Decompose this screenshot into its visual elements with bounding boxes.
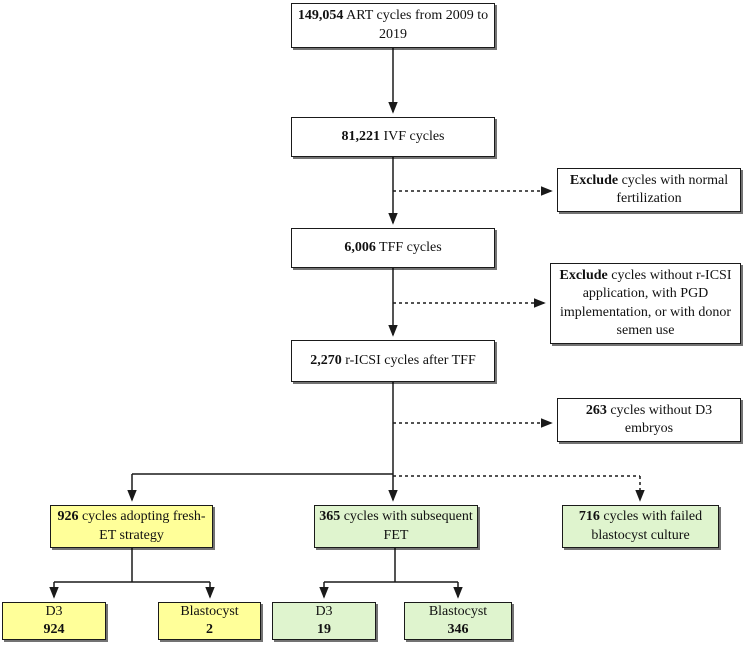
blastocyst-fet-label: Blastocyst [428,603,488,619]
node-blastocyst-fresh: Blastocyst 2 [158,602,261,640]
exclude2-keyword: Exclude [559,267,608,283]
node-tff-text: 6,006 TFF cycles [344,239,442,255]
node-ricsi-count: 2,270 [310,352,342,368]
blastocyst-fet-value: 346 [447,622,469,637]
node-failed-blastocyst-culture: 716 cycles with failed blastocyst cultur… [562,505,719,548]
d3-fresh-label: D3 [45,603,63,619]
node-exclude-normal-fertilization: Exclude cycles with normal fertilization [557,168,741,212]
node-ricsi-cycles: 2,270 r-ICSI cycles after TFF [291,340,495,382]
node-ivf-count: 81,221 [341,128,380,144]
node-exclude-no-ricsi-pgd-donor: Exclude cycles without r-ICSI applicatio… [550,263,741,344]
node-ivf-text: 81,221 IVF cycles [341,128,445,144]
d3-fet-value: 19 [317,622,331,637]
node-tff-count: 6,006 [344,239,376,255]
node-ivf-cycles: 81,221 IVF cycles [291,117,495,157]
node-tff-cycles: 6,006 TFF cycles [291,228,495,268]
d3-fet-label: D3 [315,603,333,619]
exclude1-keyword: Exclude [569,172,619,188]
blastocyst-fresh-value: 2 [206,622,213,637]
node-subsequent-fet: 365 cycles with subsequent FET [314,505,478,548]
node-d3-fet: D3 19 [272,602,376,640]
node-fresh-et-strategy: 926 cycles adopting fresh-ET strategy [50,505,213,548]
no-d3-count: 263 [585,402,607,418]
failed-blast-count: 716 [578,509,600,525]
node-ricsi-text: 2,270 r-ICSI cycles after TFF [310,352,476,368]
node-art-cycles: 149,054 ART cycles from 2009 to 2019 [291,3,495,48]
fresh-et-count: 926 [57,509,79,525]
node-d3-fresh: D3 924 [2,602,106,640]
node-art-text: 149,054 ART cycles from 2009 to 2019 [297,8,489,42]
node-art-count: 149,054 [297,8,344,24]
fet-count: 365 [319,509,341,525]
node-blastocyst-fet: Blastocyst 346 [404,602,512,640]
d3-fresh-value: 924 [43,622,65,637]
node-no-d3-embryos: 263 cycles without D3 embryos [557,398,741,442]
blastocyst-fresh-label: Blastocyst [180,603,239,619]
